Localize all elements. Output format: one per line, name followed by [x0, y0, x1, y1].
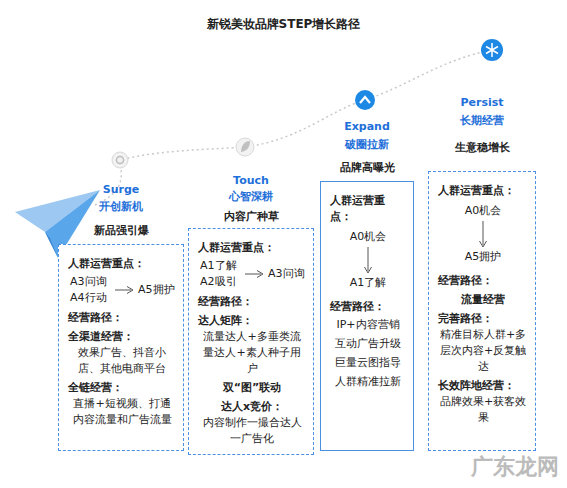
- snow-icon: [486, 43, 498, 57]
- step-icon: [117, 157, 124, 164]
- section-heading: 人群运营重点：: [438, 183, 528, 199]
- section-heading: 全渠道经营：: [68, 329, 176, 345]
- step-name: Expand: [301, 120, 433, 133]
- section-heading: 经营路径：: [198, 294, 306, 310]
- section-text: 精准目标人群+多层次内容+反复触达: [438, 327, 528, 375]
- step-icon: [355, 90, 375, 110]
- step-title: 心智深耕: [169, 189, 333, 204]
- stage-text: A1了解: [350, 275, 387, 291]
- section-text: 内容制作一撮合达人一广告化: [198, 415, 306, 447]
- step-subtitle: 品牌高曝光: [301, 160, 433, 175]
- step-name: Touch: [169, 174, 333, 187]
- step-box: Persist长期经营生意稳增长人群运营重点：A0机会A5拥护经营路径：流量经营…: [428, 171, 536, 451]
- diagram-title: 新锐美妆品牌STEP增长路径: [0, 16, 567, 33]
- step-title: 开创新机: [39, 199, 203, 214]
- step-name: Surge: [39, 183, 203, 196]
- section-heading: 达人矩阵：: [198, 313, 306, 329]
- step-name: Persist: [409, 96, 555, 109]
- step-icon: [481, 39, 503, 61]
- section-heading: 经营路径：: [438, 273, 528, 289]
- step-box: Touch心智深耕内容广种草人群运营重点：A1了解 A2吸引A3问询经营路径：达…: [188, 228, 314, 455]
- step-icon: [112, 152, 128, 168]
- stage-text: A5拥护: [138, 282, 175, 298]
- stage-text: A3问询 A4行动: [70, 274, 110, 306]
- stage-text: A5拥护: [465, 249, 502, 265]
- step-title: 长期经营: [409, 113, 555, 128]
- section-heading: 完善路径：: [438, 311, 528, 327]
- section-text: 直播+短视频、打通内容流量和广告流量: [68, 396, 176, 428]
- section-text: 效果广告、抖音小店、其他电商平台: [68, 345, 176, 377]
- flow-row: A3问询 A4行动 A5拥护: [70, 274, 176, 306]
- paper-plane: [45, 232, 58, 258]
- section-heading: 全链经营：: [68, 380, 176, 396]
- section-heading: 双“图”联动: [198, 380, 306, 396]
- chevron-icon: [360, 97, 370, 103]
- stage-text: A3问询: [268, 266, 305, 282]
- leaf-icon: [241, 141, 250, 152]
- step-icon: [236, 138, 254, 156]
- flow-col: A0机会 A5拥护: [438, 203, 528, 265]
- section-heading: 长效阵地经营：: [438, 378, 528, 394]
- section-heading: 达人x竞价：: [198, 399, 306, 415]
- step-subtitle: 新品强引爆: [39, 223, 203, 238]
- step-subtitle: 内容广种草: [169, 209, 333, 224]
- step-box: Expand破圈拉新品牌高曝光人群运营重点：A0机会A1了解经营路径：IP+内容…: [320, 181, 414, 451]
- flow-arrow: [363, 245, 373, 275]
- stage-text: A0机会: [465, 203, 502, 219]
- flow-arrow: [114, 285, 134, 295]
- step-box: Surge开创新机新品强引爆人群运营重点：A3问询 A4行动A5拥护经营路径：全…: [58, 244, 184, 451]
- section-text: 流量达人+多垂类流量达人+素人种子用户: [198, 329, 306, 377]
- section-heading: 经营路径：: [68, 310, 176, 326]
- section-heading: 流量经营: [438, 292, 528, 308]
- section-heading: 人群运营重点：: [330, 193, 406, 225]
- step-title: 破圈拉新: [301, 137, 433, 152]
- section-heading: 人群运营重点：: [68, 256, 176, 272]
- stage-text: A0机会: [350, 229, 387, 245]
- watermark: 广东龙网: [471, 452, 559, 482]
- section-text: 品牌效果+获客效果: [438, 394, 528, 426]
- step-subtitle: 生意稳增长: [409, 140, 555, 155]
- section-heading: 经营路径：: [330, 299, 406, 315]
- section-text: IP+内容营销 互动广告升级 巨量云图指导人群精准拉新: [330, 315, 406, 391]
- flow-arrow: [244, 269, 264, 279]
- flow-col: A0机会 A1了解: [330, 229, 406, 291]
- flow-row: A1了解 A2吸引 A3问询: [200, 258, 306, 290]
- flow-arrow: [478, 219, 488, 249]
- stage-text: A1了解 A2吸引: [200, 258, 240, 290]
- section-heading: 人群运营重点：: [198, 240, 306, 256]
